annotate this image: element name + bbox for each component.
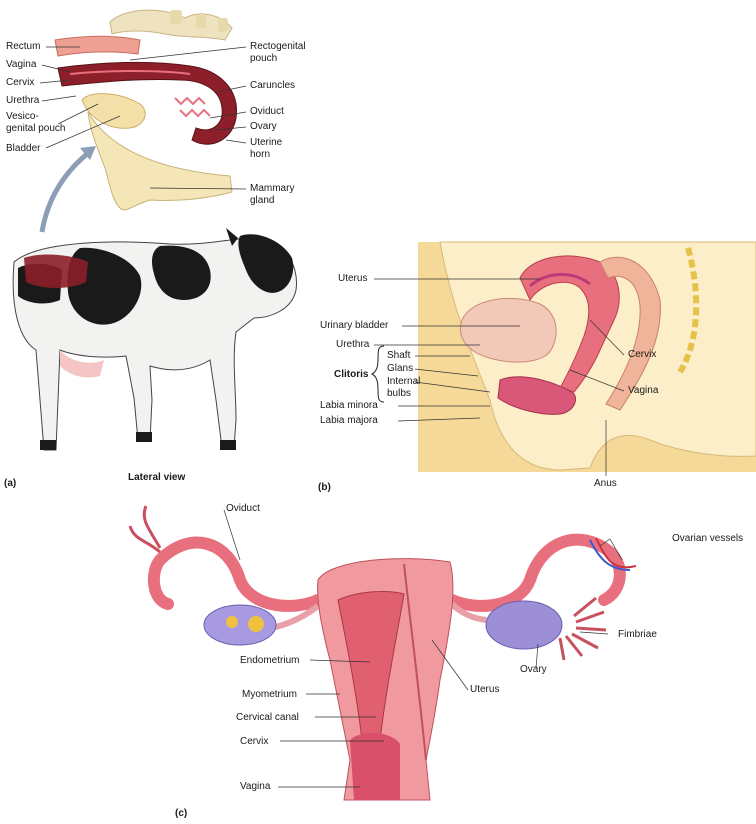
label-endometrium: Endometrium [240, 655, 299, 666]
label-urinary-bladder: Urinary bladder [320, 320, 388, 331]
panel-c-letter: (c) [175, 808, 187, 819]
label-vagina-c: Vagina [240, 781, 270, 792]
rectum-illustration [55, 36, 140, 56]
right-ovary-illustration [486, 601, 562, 649]
label-oviduct-a: Oviduct [250, 106, 284, 117]
label-oviduct-c: Oviduct [226, 503, 260, 514]
label-shaft: Shaft [387, 350, 410, 361]
magnify-arrow [42, 150, 92, 232]
mammary-gland-illustration [88, 112, 232, 210]
label-cervical-canal: Cervical canal [236, 712, 299, 723]
fimbriae-illustration [560, 598, 606, 660]
label-uterus-b: Uterus [338, 273, 367, 284]
label-uterine-horn-line2: horn [250, 149, 270, 160]
label-fimbriae: Fimbriae [618, 629, 657, 640]
cow-illustration [13, 228, 296, 450]
panel-a-caption: Lateral view [128, 472, 185, 483]
left-ovary-illustration [204, 605, 276, 645]
panel-a-letter: (a) [4, 478, 16, 489]
label-mammary-line2: gland [250, 195, 274, 206]
label-uterine-horn-line1: Uterine [250, 137, 282, 148]
left-oviduct-illustration [154, 543, 318, 606]
label-vesicogenital-line1: Vesico- [6, 111, 39, 122]
label-cervix-b: Cervix [628, 349, 656, 360]
label-glans: Glans [387, 363, 413, 374]
label-ovary-c: Ovary [520, 664, 547, 675]
label-rectum-a: Rectum [6, 41, 40, 52]
label-vagina-b: Vagina [628, 385, 658, 396]
label-rectogenital-line2: pouch [250, 53, 277, 64]
label-bladder-a: Bladder [6, 143, 40, 154]
panel-b-letter: (b) [318, 482, 331, 493]
label-cervix-a: Cervix [6, 77, 34, 88]
label-caruncles: Caruncles [250, 80, 295, 91]
clitoris-brace [372, 346, 384, 402]
label-labia-minora: Labia minora [320, 400, 378, 411]
label-internal-bulbs-line2: bulbs [387, 388, 411, 399]
label-uterus-c: Uterus [470, 684, 499, 695]
label-labia-majora: Labia majora [320, 415, 378, 426]
label-mammary-line1: Mammary [250, 183, 294, 194]
label-ovary-a: Ovary [250, 121, 277, 132]
label-rectogenital-line1: Rectogenital [250, 41, 306, 52]
label-anus: Anus [594, 478, 617, 489]
label-ovarian-vessels: Ovarian vessels [672, 533, 743, 544]
label-urethra-b: Urethra [336, 339, 369, 350]
panel-c-illustration [130, 506, 636, 800]
panel-a-illustration [13, 10, 296, 450]
label-urethra-a: Urethra [6, 95, 39, 106]
label-vesicogenital-line2: genital pouch [6, 123, 66, 134]
spine-illustration [110, 10, 232, 40]
label-clitoris: Clitoris [334, 369, 368, 380]
label-vagina-a: Vagina [6, 59, 36, 70]
label-myometrium: Myometrium [242, 689, 297, 700]
panel-b-illustration [372, 242, 756, 476]
label-internal-bulbs-line1: Internal [387, 376, 420, 387]
label-cervix-c: Cervix [240, 736, 268, 747]
